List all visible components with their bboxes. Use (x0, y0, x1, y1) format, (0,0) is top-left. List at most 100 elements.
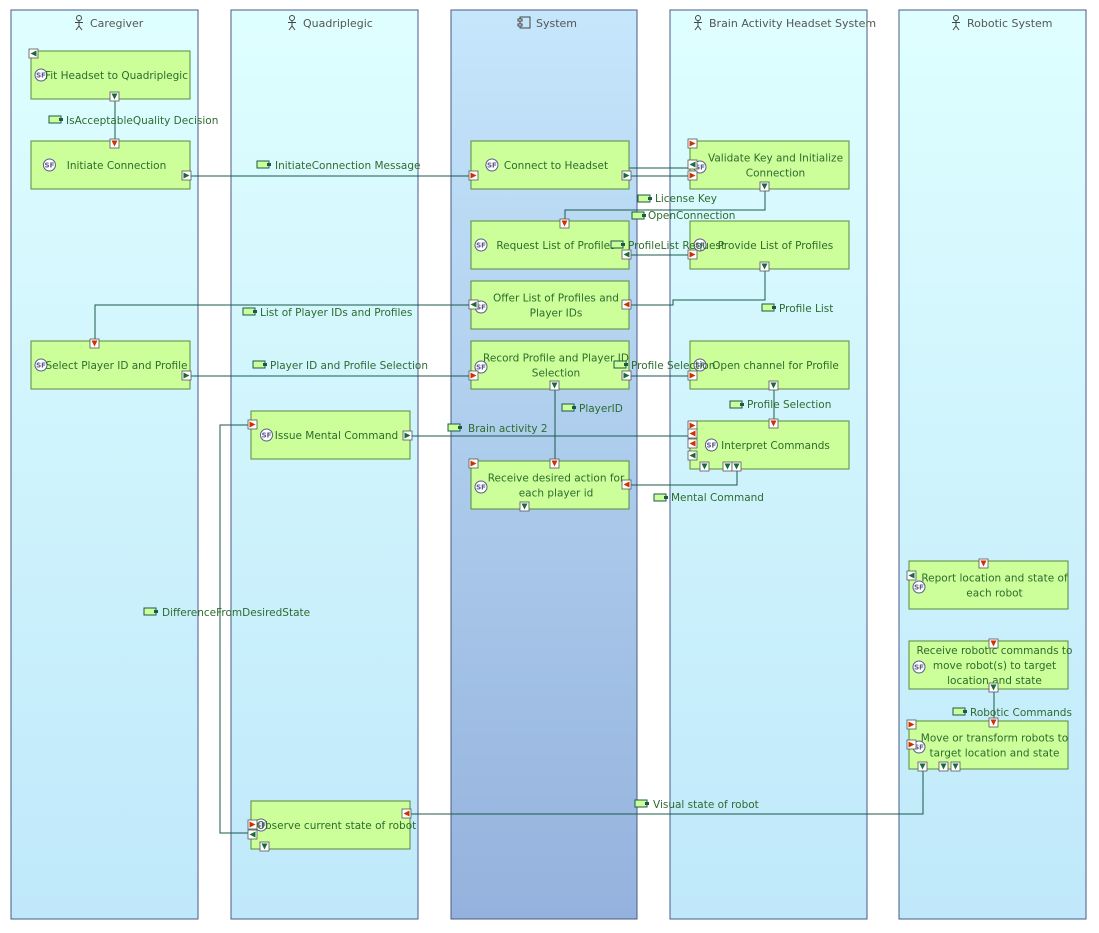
output-port[interactable] (468, 299, 479, 310)
output-port[interactable] (759, 181, 770, 192)
flow-label-brain[interactable]: Brain activity 2 (447, 423, 548, 435)
input-port[interactable] (687, 428, 698, 439)
input-port[interactable] (687, 249, 698, 260)
output-port[interactable] (109, 91, 120, 102)
output-port[interactable] (722, 461, 733, 472)
input-port[interactable] (109, 138, 120, 149)
flow-label-initmsg[interactable]: InitiateConnection Message (256, 160, 420, 172)
flow-label-robotcmd[interactable]: Robotic Commands (952, 707, 1072, 719)
output-port[interactable] (247, 829, 258, 840)
flow-line-mental[interactable] (629, 468, 738, 486)
input-port[interactable] (247, 419, 258, 430)
flow-label-openconn[interactable]: OpenConnection (631, 210, 735, 222)
flow-label-text: Robotic Commands (970, 707, 1072, 719)
input-port[interactable] (559, 218, 570, 229)
output-port[interactable] (621, 370, 632, 381)
lane-quadriplegic[interactable] (230, 9, 419, 920)
input-port[interactable] (468, 370, 479, 381)
input-port[interactable] (687, 138, 698, 149)
output-port[interactable] (687, 159, 698, 170)
flow-line-difference[interactable] (219, 424, 250, 834)
flow-label-profilelistreq[interactable]: ProfileList Request (610, 240, 725, 252)
flow-label-playerid-sel[interactable]: Player ID and Profile Selection (252, 360, 428, 372)
input-port[interactable] (549, 458, 560, 469)
input-port[interactable] (89, 338, 100, 349)
output-port[interactable] (621, 170, 632, 181)
output-port[interactable] (259, 841, 270, 852)
output-port[interactable] (950, 761, 961, 772)
flow-line-profilelist[interactable] (629, 268, 766, 306)
lane-robotic[interactable] (898, 9, 1087, 920)
flow-label-profsel1[interactable]: Profile Selection (613, 360, 715, 372)
output-port[interactable] (621, 249, 632, 260)
output-port[interactable] (768, 380, 779, 391)
flow-label-visual[interactable]: Visual state of robot (634, 799, 759, 811)
flow-label-text: IsAcceptableQuality Decision (66, 115, 218, 127)
input-port[interactable] (687, 438, 698, 449)
flow-label-difference[interactable]: DifferenceFromDesiredState (143, 607, 310, 619)
input-port[interactable] (978, 558, 989, 569)
input-port[interactable] (621, 299, 632, 310)
flow-label-listplayer[interactable]: List of Player IDs and Profiles (242, 307, 412, 319)
flow-line-openconn[interactable] (564, 187, 766, 222)
input-port[interactable] (906, 719, 917, 730)
input-port[interactable] (768, 418, 779, 429)
lane-title-text: Quadriplegic (303, 17, 373, 30)
actor-icon (75, 15, 83, 31)
output-port[interactable] (549, 380, 560, 391)
flow-label-mental[interactable]: Mental Command (653, 492, 764, 504)
output-port[interactable] (687, 450, 698, 461)
output-port[interactable] (181, 170, 192, 181)
output-port[interactable] (759, 261, 770, 272)
output-port[interactable] (917, 761, 928, 772)
flow-label-profilelist[interactable]: Profile List (761, 303, 833, 315)
input-port[interactable] (468, 458, 479, 469)
output-port[interactable] (519, 501, 530, 512)
output-port[interactable] (731, 461, 742, 472)
flow-label-playerid[interactable]: PlayerID (561, 403, 623, 415)
flow-line-listplayer[interactable] (94, 304, 472, 342)
input-port[interactable] (468, 170, 479, 181)
flow-label-license[interactable]: License Key (637, 193, 717, 205)
output-port[interactable] (181, 370, 192, 381)
sf-icon: SF (474, 480, 488, 494)
output-port[interactable] (906, 570, 917, 581)
input-port[interactable] (988, 717, 999, 728)
input-port[interactable] (906, 739, 917, 750)
input-port[interactable] (621, 479, 632, 490)
output-port[interactable] (699, 461, 710, 472)
input-port[interactable] (401, 808, 412, 819)
flow-label-profsel2[interactable]: Profile Selection (729, 399, 831, 411)
output-port[interactable] (988, 682, 999, 693)
output-port[interactable] (28, 48, 39, 59)
output-port[interactable] (402, 430, 413, 441)
input-port[interactable] (247, 819, 258, 830)
function-label: Observe current state of robot (257, 820, 417, 832)
function-box (250, 410, 411, 460)
input-port[interactable] (687, 170, 698, 181)
lane-title-text: System (536, 17, 577, 30)
sf-icon: SF (693, 358, 707, 372)
input-port[interactable] (687, 370, 698, 381)
input-port[interactable] (988, 638, 999, 649)
output-port[interactable] (938, 761, 949, 772)
flow-label-isacceptable[interactable]: IsAcceptableQuality Decision (48, 115, 218, 127)
flow-line-visual[interactable] (405, 770, 924, 815)
